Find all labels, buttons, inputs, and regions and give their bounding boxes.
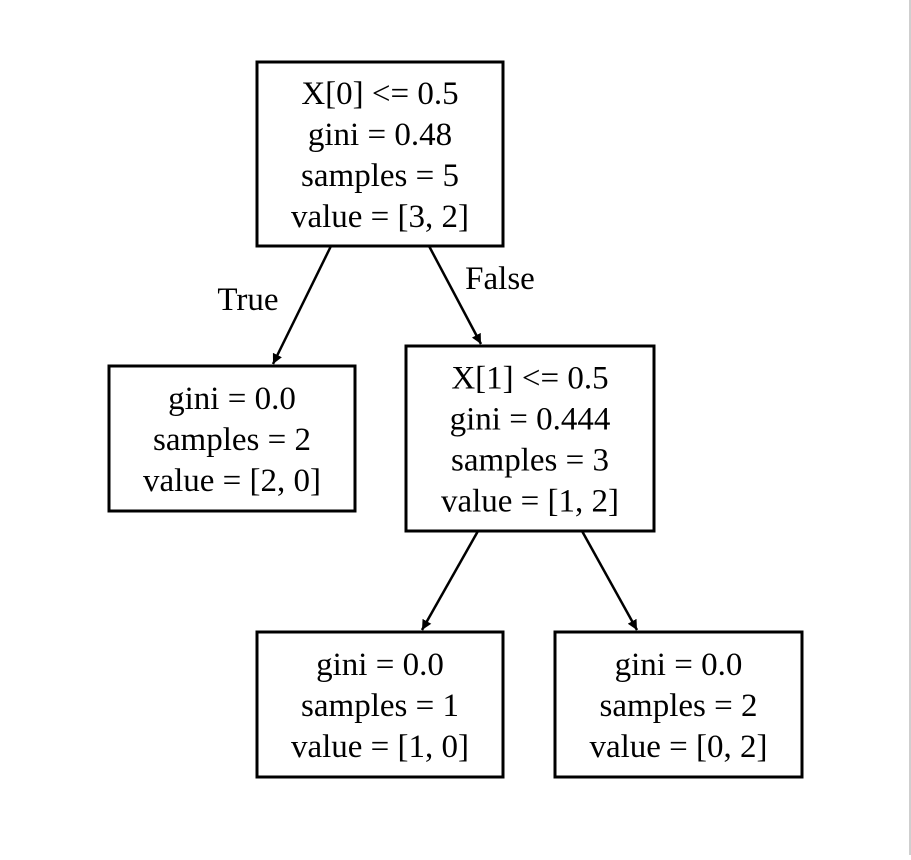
edge-n0-n2 (427, 245, 483, 345)
node-line: X[0] <= 0.5 (301, 76, 458, 112)
node-line: value = [3, 2] (291, 199, 469, 235)
node-box (255, 60, 505, 248)
edges-layer: True False (217, 245, 639, 631)
node-line: value = [1, 0] (291, 729, 469, 765)
node-line: value = [2, 0] (143, 463, 321, 499)
node-box (404, 344, 656, 533)
node-line: samples = 3 (451, 442, 609, 478)
edge-n2-n3 (420, 530, 480, 631)
tree-node-n2: X[1] <= 0.5 gini = 0.444 samples = 3 value … (404, 344, 656, 533)
node-line: samples = 2 (600, 688, 758, 724)
tree-node-n4: gini = 0.0 samples = 2 value = [0, 2] (553, 630, 804, 779)
node-line: samples = 5 (301, 158, 459, 194)
nodes-layer: X[0] <= 0.5 gini = 0.48 samples = 5 value =… (107, 60, 804, 779)
node-line: samples = 2 (153, 422, 311, 458)
edge-n2-n4 (580, 530, 639, 631)
tree-node-n1: gini = 0.0 samples = 2 value = [2, 0] (107, 364, 357, 513)
node-box (107, 364, 357, 513)
node-line: value = [1, 2] (441, 483, 619, 519)
tree-node-n0: X[0] <= 0.5 gini = 0.48 samples = 5 value =… (255, 60, 505, 248)
node-line: gini = 0.0 (615, 647, 743, 683)
node-line: gini = 0.444 (450, 401, 611, 437)
tree-node-n3: gini = 0.0 samples = 1 value = [1, 0] (255, 630, 505, 779)
node-box (553, 630, 804, 779)
node-line: gini = 0.48 (308, 117, 452, 153)
edge-n0-n1 (271, 245, 333, 365)
node-box (255, 630, 505, 779)
node-line: value = [0, 2] (589, 729, 767, 765)
node-line: X[1] <= 0.5 (451, 360, 608, 396)
node-line: gini = 0.0 (316, 647, 444, 683)
node-line: samples = 1 (301, 688, 459, 724)
window-right-border (909, 0, 911, 855)
node-line: gini = 0.0 (168, 381, 296, 417)
edge-label-true: True (217, 282, 278, 318)
edge-label-false: False (465, 261, 535, 297)
